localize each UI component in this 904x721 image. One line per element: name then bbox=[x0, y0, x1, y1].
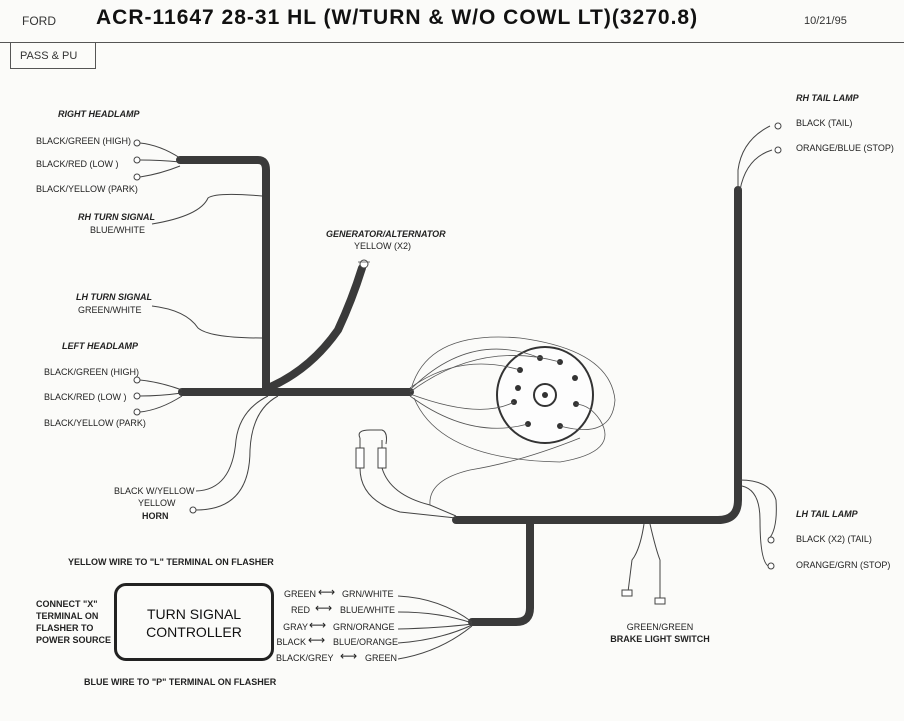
turn-signal-controller-box bbox=[114, 583, 274, 661]
header-rule bbox=[0, 42, 904, 43]
generator-heading: GENERATOR/ALTERNATOR bbox=[326, 229, 446, 239]
diagram-date: 10/21/95 bbox=[804, 15, 847, 27]
lh-tail-lamp-heading: LH TAIL LAMP bbox=[796, 509, 858, 519]
connection-from-1: GREEN bbox=[283, 589, 316, 599]
brand-label: FORD bbox=[22, 14, 56, 28]
horn-wire-label: BLACK W/YELLOW bbox=[114, 486, 195, 496]
connection-to-5: GREEN bbox=[365, 653, 398, 663]
controller-harness bbox=[468, 518, 534, 626]
connection-from-4: BLACK bbox=[276, 637, 306, 647]
horn-wire-color: YELLOW bbox=[138, 498, 176, 508]
lh-turn-signal-heading: LH TURN SIGNAL bbox=[76, 292, 152, 302]
brake-switch-wire: GREEN/GREEN bbox=[626, 622, 694, 632]
connection-arrow-2: ⟷ bbox=[315, 601, 333, 615]
rh-tail-lamp-wire-stop: ORANGE/BLUE (STOP) bbox=[796, 143, 894, 153]
right-headlamp-wire-park: BLACK/YELLOW (PARK) bbox=[36, 184, 138, 194]
left-headlamp-wire-park: BLACK/YELLOW (PARK) bbox=[44, 418, 146, 428]
connect-note-line-1: CONNECT "X" bbox=[36, 599, 98, 609]
lh-tail-lamp-wire-tail: BLACK (X2) (TAIL) bbox=[796, 534, 872, 544]
horn-label: HORN bbox=[142, 511, 169, 521]
connection-to-1: GRN/WHITE bbox=[342, 589, 394, 599]
rh-turn-signal-wire: BLUE/WHITE bbox=[90, 225, 146, 235]
generator-wire: YELLOW (X2) bbox=[354, 241, 412, 251]
right-headlamp-heading: RIGHT HEADLAMP bbox=[58, 109, 140, 119]
connect-note-line-2: TERMINAL ON bbox=[36, 611, 99, 621]
right-headlamp-wire-high: BLACK/GREEN (HIGH) bbox=[36, 136, 132, 146]
left-headlamp-wire-high: BLACK/GREEN (HIGH) bbox=[44, 367, 140, 377]
connection-arrow-4: ⟷ bbox=[308, 633, 326, 647]
rh-tail-lamp-heading: RH TAIL LAMP bbox=[796, 93, 859, 103]
turn-signal-controller-label: TURN SIGNAL CONTROLLER bbox=[114, 605, 274, 641]
blue-wire-note: BLUE WIRE TO "P" TERMINAL ON FLASHER bbox=[84, 677, 277, 687]
right-headlamp-wire-low: BLACK/RED (LOW ) bbox=[36, 159, 119, 169]
rear-harness-vertical bbox=[452, 186, 742, 524]
connect-note-line-3: FLASHER TO bbox=[36, 623, 94, 633]
model-label: PASS & PU bbox=[20, 50, 78, 62]
connection-arrow-1: ⟷ bbox=[318, 585, 336, 599]
connection-arrow-3: ⟷ bbox=[309, 618, 327, 632]
lh-turn-signal-wire: GREEN/WHITE bbox=[78, 305, 142, 315]
left-headlamp-wire-low: BLACK/RED (LOW ) bbox=[44, 392, 127, 402]
generator-harness-branch bbox=[264, 264, 366, 392]
lh-tail-lamp-wire-stop: ORANGE/GRN (STOP) bbox=[796, 560, 891, 570]
connection-from-5: BLACK/GREY bbox=[276, 653, 334, 663]
controller-label-line-1: TURN SIGNAL bbox=[146, 606, 242, 622]
controller-label-line-2: CONTROLLER bbox=[146, 624, 242, 640]
front-harness-vertical bbox=[176, 156, 270, 396]
connection-from-2: RED bbox=[290, 605, 310, 615]
diagram-title: ACR-11647 28-31 HL (W/TURN & W/O COWL LT… bbox=[96, 6, 699, 29]
connection-to-2: BLUE/WHITE bbox=[340, 605, 396, 615]
rh-tail-lamp-wire-tail: BLACK (TAIL) bbox=[796, 118, 853, 128]
connection-to-3: GRN/ORANGE bbox=[333, 622, 395, 632]
model-box bbox=[10, 43, 96, 69]
connection-arrow-5: ⟷ bbox=[340, 649, 358, 663]
brake-switch-label: BRAKE LIGHT SWITCH bbox=[610, 634, 710, 644]
connection-to-4: BLUE/ORANGE bbox=[333, 637, 399, 647]
yellow-wire-note: YELLOW WIRE TO "L" TERMINAL ON FLASHER bbox=[68, 557, 274, 567]
rh-turn-signal-heading: RH TURN SIGNAL bbox=[78, 212, 155, 222]
connect-note-line-4: POWER SOURCE bbox=[36, 635, 112, 645]
connection-from-3: GRAY bbox=[283, 622, 308, 632]
left-headlamp-heading: LEFT HEADLAMP bbox=[62, 341, 138, 351]
